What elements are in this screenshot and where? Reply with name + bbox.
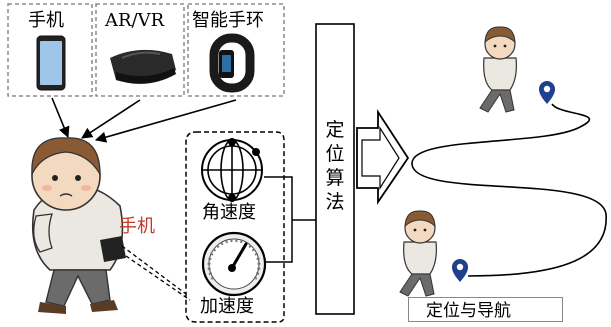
- navigation-label: 定位与导航: [426, 301, 511, 321]
- walking-boy-figure: [399, 210, 437, 297]
- device-box-band: [187, 3, 285, 97]
- arrow-band: [94, 99, 237, 143]
- device-box-arvr: [95, 3, 185, 97]
- pocket-phone: [100, 236, 126, 262]
- device-box-phone: [7, 3, 93, 97]
- arrow-phone: [51, 97, 70, 139]
- arrow-arvr: [81, 99, 141, 139]
- fitness-band-icon: [209, 33, 255, 93]
- gauge-icon: [201, 231, 267, 297]
- location-pin-icon: [452, 259, 468, 282]
- algorithm-box: [315, 23, 355, 315]
- sensors-box: [185, 131, 285, 323]
- walking-boy-figure: [31, 137, 126, 314]
- walking-boy-figure: [479, 26, 518, 113]
- pocket-phone-label: 手机: [119, 216, 155, 237]
- vr-headset-icon: [110, 49, 176, 84]
- sensor-bracket: [264, 176, 316, 263]
- device-label-band: 智能手环: [192, 10, 264, 31]
- device-label-phone: 手机: [28, 10, 64, 31]
- navigation-box: [408, 297, 563, 322]
- gyroscope-icon: [201, 138, 263, 202]
- phone-to-sensors-connector: [121, 245, 191, 301]
- gyroscope-label: 角速度: [202, 202, 256, 223]
- smartphone-icon: [36, 35, 66, 91]
- device-label-arvr: AR/VR: [105, 10, 165, 31]
- navigation-path: [411, 103, 607, 277]
- accelerometer-label: 加速度: [200, 296, 254, 317]
- algorithm-label: 定位算法: [325, 119, 345, 213]
- location-pin-icon: [539, 81, 555, 104]
